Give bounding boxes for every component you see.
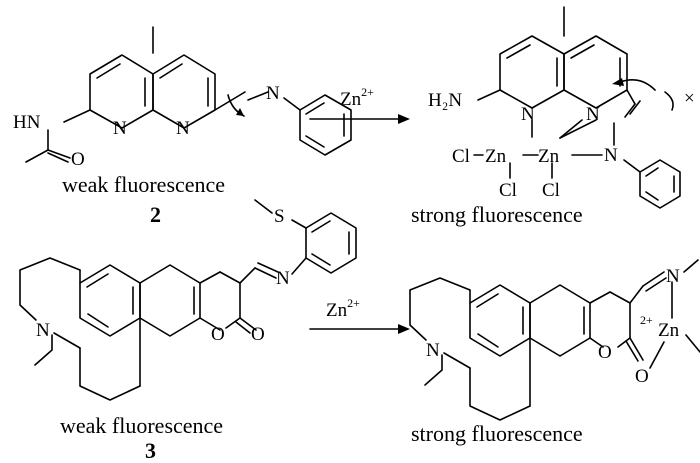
label-cl-bottom-1: Cl [499,180,517,201]
compound-number-3: 3 [145,438,156,463]
reagent-bottom: Zn2+ [326,296,360,321]
reaction-arrow-bottom: Zn2+ [309,296,410,334]
caption-strong-bottom: strong fluorescence [411,421,583,446]
compound-3: S N N O O weak fluorescence 3 [19,199,357,463]
label-o-carbonyl-3: O [251,324,265,345]
label-zn-charge: 2+ [640,313,653,327]
label-n-ring-3: N [36,320,50,341]
label-cl-left: Cl [452,146,470,167]
label-hn: HN [13,112,41,133]
label-p-o-3: O [635,366,649,387]
zinc-complex-3: N Zn 2+ N O O strong fluorescence [409,259,700,446]
label-zn-3: Zn [658,320,680,341]
label-n1: N [113,118,127,139]
label-p-n1: N [521,104,535,125]
caption-weak-3: weak fluorescence [60,413,223,438]
label-cl-bottom-2: Cl [542,180,560,201]
label-p-o-ring-3: O [598,342,612,363]
zinc-complex-2: H₂N N N N Zn Zn Cl Cl Cl × strong fluore… [411,6,695,227]
label-n-imine: N [266,83,280,104]
compound-number-2: 2 [150,202,161,227]
reaction-arrow-top: Zn2+ [309,85,410,124]
label-n2: N [176,118,190,139]
caption-strong-top: strong fluorescence [411,202,583,227]
compound-2: HN O N N N weak fluorescence 2 [13,26,352,227]
reagent-top: Zn2+ [340,85,374,110]
label-p-n-imine-3: N [666,266,680,287]
label-zn2: Zn [538,146,560,167]
label-o: O [71,149,85,170]
label-s: S [274,206,285,227]
label-cross: × [684,88,695,109]
label-p-n2: N [586,104,600,125]
label-p-n3: N [604,145,618,166]
label-p-n-ring-3: N [426,340,440,361]
label-h2n: H₂N [428,90,462,111]
label-zn1: Zn [485,146,507,167]
caption-weak-2: weak fluorescence [62,172,225,197]
label-n-imine-3: N [276,268,290,289]
label-o-ring-3: O [211,324,225,345]
